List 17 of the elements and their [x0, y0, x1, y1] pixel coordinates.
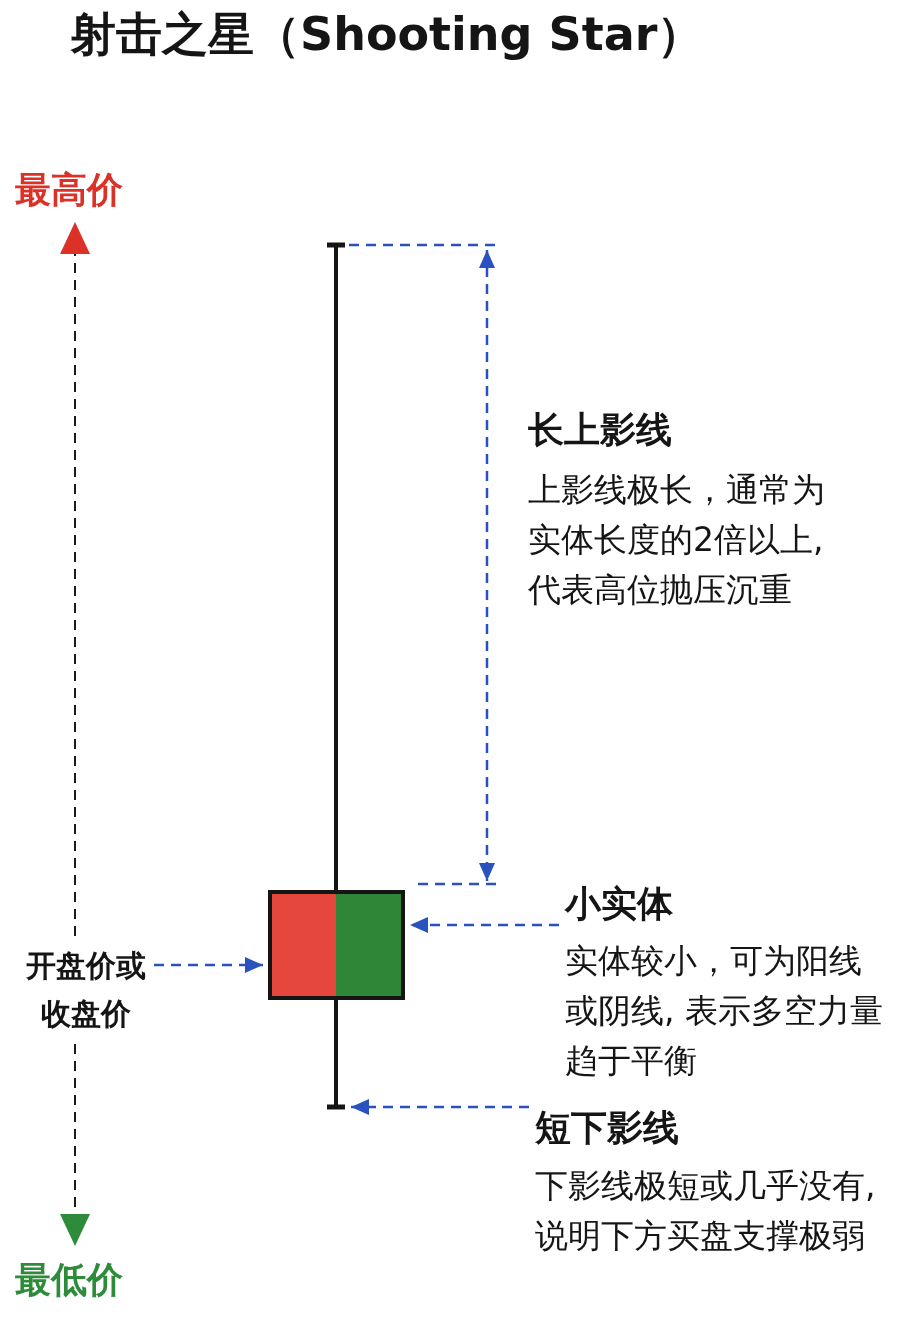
dashed-arrow — [60, 221, 90, 937]
price-label: 开盘价或收盘价 — [23, 942, 148, 1038]
title: 射击之星（Shooting Star） — [70, 6, 704, 63]
description-text: 上影线极长，通常为实体长度的2倍以上,代表高位抛压沉重 — [528, 469, 826, 611]
dashed-arrow — [60, 1043, 90, 1247]
description-text: 下影线极短或几乎没有,说明下方买盘支撑极弱 — [535, 1165, 877, 1257]
lower-wick — [326, 1000, 346, 1110]
heading-text: 小实体 — [565, 882, 674, 926]
leader-arrow — [351, 1099, 529, 1115]
leader-arrow — [154, 957, 263, 973]
candle-body — [268, 890, 405, 1000]
description-text: 实体较小，可为阳线或阴线, 表示多空力量趋于平衡 — [565, 940, 884, 1082]
heading-text: 长上影线 — [528, 408, 672, 452]
price-label: 最高价 — [15, 168, 145, 212]
heading-text: 短下影线 — [535, 1106, 680, 1150]
leader-arrow — [410, 917, 559, 933]
price-label: 最低价 — [15, 1258, 145, 1302]
